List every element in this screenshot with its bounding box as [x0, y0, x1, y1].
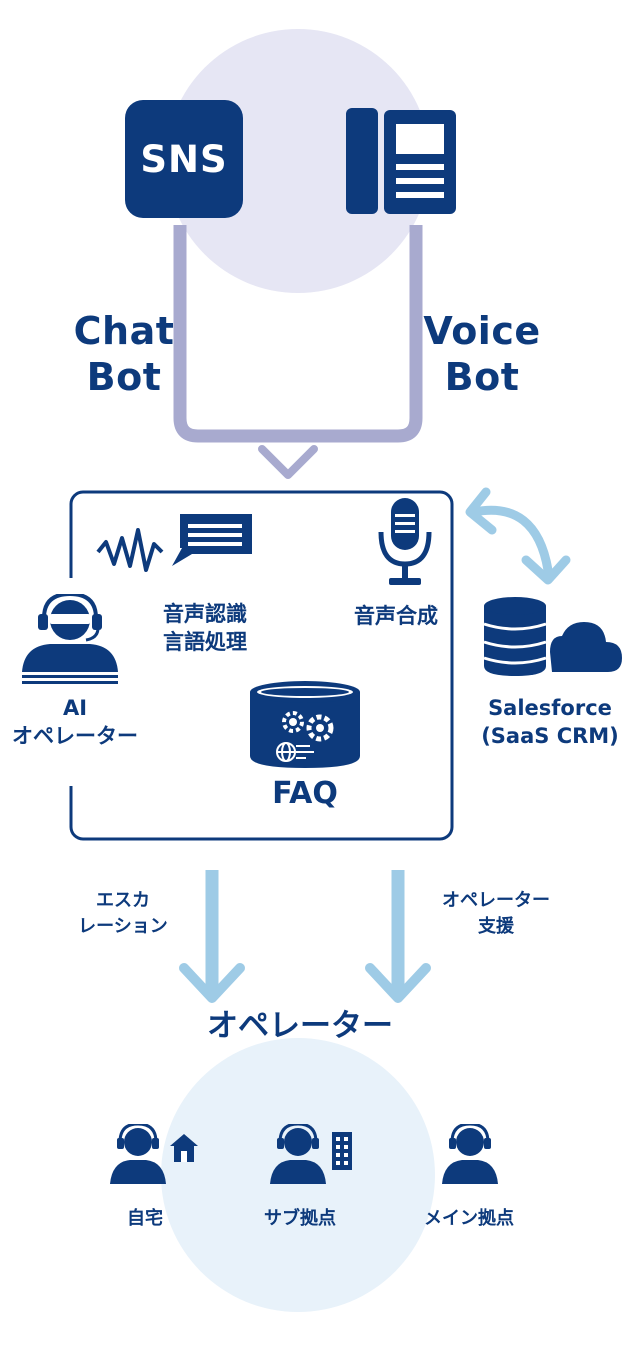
location-main-site-label: メイン拠点	[424, 1208, 514, 1229]
escalation-label: エスカレーション	[78, 890, 168, 937]
main-site-operator-icon	[442, 1124, 498, 1184]
sns-label: SNS	[140, 137, 228, 181]
operator-support-label: オペレーター支援	[442, 890, 550, 937]
microphone-icon	[378, 498, 432, 585]
building-icon	[332, 1132, 352, 1170]
operators-title: オペレーター	[207, 1008, 393, 1044]
location-home-label: 自宅	[127, 1208, 163, 1229]
location-sub-site-label: サブ拠点	[264, 1208, 336, 1229]
speech-recognition-icon	[96, 514, 252, 572]
crm-sync-arrow	[469, 505, 553, 575]
faq-label: FAQ	[272, 776, 338, 811]
phone-icon	[346, 108, 456, 214]
crm-label: Salesforce(SaaS CRM)	[481, 696, 619, 748]
house-icon	[170, 1134, 198, 1162]
sns-icon: SNS	[125, 100, 243, 218]
home-operator-icon	[110, 1124, 198, 1184]
crm-database-icon	[483, 597, 622, 676]
sub-site-operator-icon	[270, 1124, 352, 1184]
faq-database-icon	[250, 681, 360, 768]
speech-recognition-label: 音声認識言語処理	[163, 602, 247, 654]
speech-synthesis-label: 音声合成	[354, 604, 438, 628]
bot-connector-arrowhead	[258, 445, 318, 479]
bot-connector-line	[173, 225, 423, 443]
ai-operator-icon	[22, 594, 118, 684]
channels-circle	[166, 29, 430, 293]
